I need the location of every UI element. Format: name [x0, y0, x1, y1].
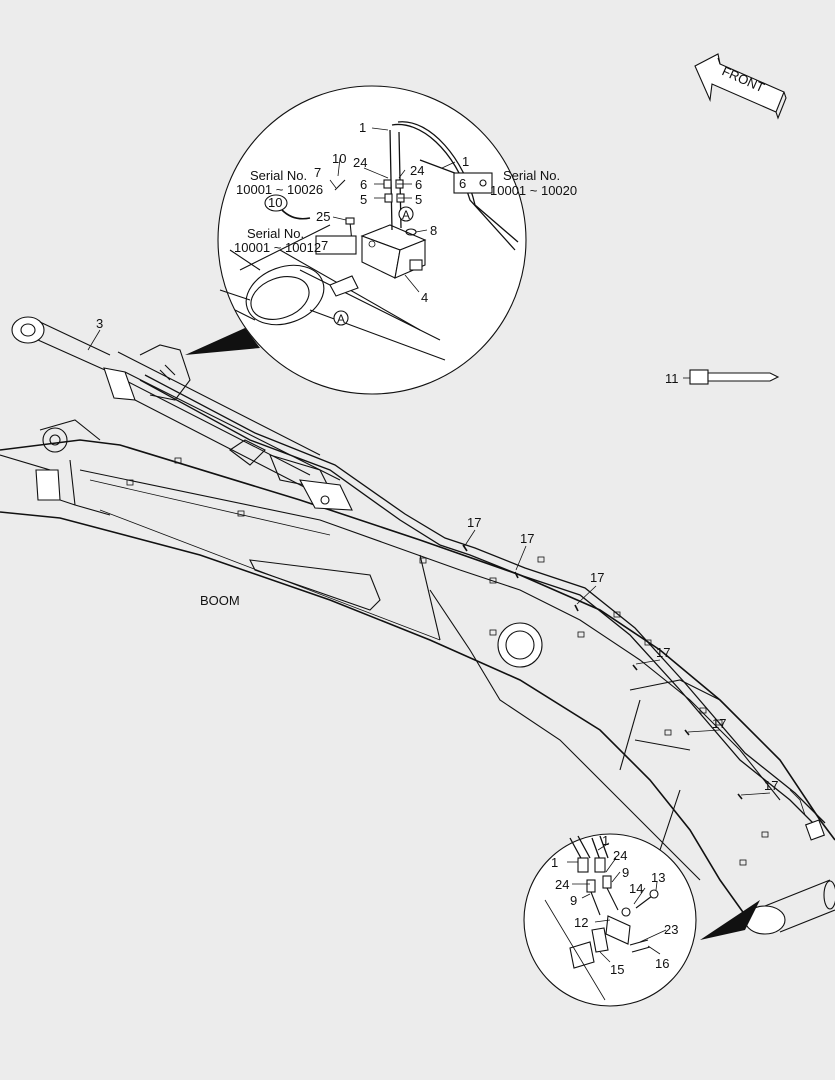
label-part-25: 25: [316, 209, 330, 224]
label-part-1-top-left: 1: [359, 120, 366, 135]
label-part-7-box: 7: [321, 238, 328, 253]
callout-a-lower: A: [337, 312, 345, 326]
boom-structure: [0, 419, 835, 935]
label-part-14: 14: [629, 881, 643, 896]
label-part-9-bottom-right: 9: [622, 865, 629, 880]
serial-a-line1: Serial No.: [250, 168, 307, 183]
label-part-16: 16: [655, 956, 669, 971]
label-part-17-d: 17: [656, 645, 670, 660]
label-part-23: 23: [664, 922, 678, 937]
label-part-13: 13: [651, 870, 665, 885]
label-part-10-top: 10: [332, 151, 346, 166]
label-part-5-top-right: 5: [415, 192, 422, 207]
detail-view-cylinder-head: A A: [185, 85, 527, 395]
part-11-cable-tie: [683, 369, 780, 385]
boom-hoses: [139, 344, 826, 841]
main-leader-lines: [87, 329, 771, 796]
label-part-24-top-left: 24: [353, 155, 367, 170]
label-part-9-bottom-left: 9: [570, 893, 577, 908]
label-part-24-bottom-right: 24: [613, 848, 627, 863]
label-part-1-bottom-right: 1: [602, 833, 609, 848]
label-part-24-top-right: 24: [410, 163, 424, 178]
callout-a-upper: A: [402, 208, 410, 222]
label-part-24-bottom-left: 24: [555, 877, 569, 892]
label-part-6-box: 6: [459, 176, 466, 191]
label-part-3: 3: [96, 316, 103, 331]
serial-b-line1: Serial No.: [247, 226, 304, 241]
detail-view-boom-end: [523, 833, 760, 1007]
label-part-17-a: 17: [467, 515, 481, 530]
serial-c-line2: 10001 ~ 10020: [490, 183, 577, 198]
label-part-1-bottom-left: 1: [551, 855, 558, 870]
label-part-17-e: 17: [712, 716, 726, 731]
label-part-7-top: 7: [314, 165, 321, 180]
label-part-6-top-left: 6: [360, 177, 367, 192]
serial-a-line2: 10001 ~ 10026: [236, 182, 323, 197]
label-part-4: 4: [421, 290, 428, 305]
text-labels: 1 1 10 24 24 7 6 6 5 5 6 Serial No. 1000…: [96, 120, 778, 977]
label-part-17-c: 17: [590, 570, 604, 585]
label-part-6-top-right: 6: [415, 177, 422, 192]
front-direction-arrow: FRONT: [694, 53, 787, 120]
label-part-17-f: 17: [764, 778, 778, 793]
boom-label: BOOM: [200, 593, 240, 608]
label-part-11: 11: [665, 371, 679, 386]
label-part-17-b: 17: [520, 531, 534, 546]
label-part-10-circled: 10: [268, 195, 282, 210]
serial-c-line1: Serial No.: [503, 168, 560, 183]
label-part-12: 12: [574, 915, 588, 930]
label-part-15: 15: [610, 962, 624, 977]
label-part-5-top-left: 5: [360, 192, 367, 207]
label-part-8: 8: [430, 223, 437, 238]
serial-b-line2: 10001 ~ 10012: [234, 240, 321, 255]
arm-cylinder: [11, 316, 353, 511]
label-part-1-top-right: 1: [462, 154, 469, 169]
